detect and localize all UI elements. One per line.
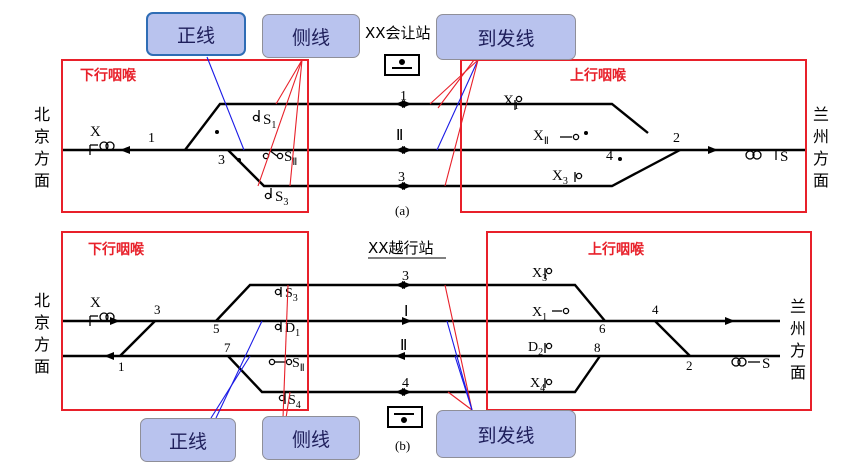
station-name-b: XX越行站: [368, 239, 434, 257]
svg-text:方: 方: [34, 336, 50, 354]
track-label-3-a: 3: [398, 170, 405, 185]
track-label-I-b: Ⅰ: [404, 304, 408, 320]
station-name-a: XX会让站: [365, 24, 431, 42]
signal-D1-b: D1: [285, 321, 300, 339]
signal-S3-b: S3: [285, 286, 298, 304]
switch-6-b: 6: [599, 321, 606, 336]
track-label-3-b: 3: [402, 269, 409, 284]
svg-text:面: 面: [34, 173, 50, 190]
signal-X1-a: X1: [503, 93, 519, 112]
down-throat-box-a: [61, 59, 309, 213]
svg-text:面: 面: [813, 173, 829, 190]
svg-text:方: 方: [813, 150, 829, 168]
down-throat-box-b: [61, 231, 309, 411]
signal-S3-a: S3: [275, 189, 288, 208]
crossover-2-4-b: [654, 320, 691, 357]
switch-4-b: 4: [652, 302, 659, 317]
svg-text:方: 方: [790, 342, 806, 360]
signal-X4-b: X4: [530, 376, 545, 394]
up-throat-box-a: [460, 59, 807, 213]
svg-text:京: 京: [34, 128, 50, 146]
caption-a: (a): [395, 203, 409, 218]
switch-4-a: 4: [606, 149, 613, 164]
signal-S-a: S: [780, 149, 788, 165]
throat-boxes: [61, 59, 812, 411]
right-end-label-a: 兰 州 方 面: [813, 106, 829, 190]
right-end-label-b: 兰 州 方 面: [790, 298, 806, 382]
caption-b: (b): [395, 438, 410, 453]
track-label-4-b: 4: [402, 376, 409, 391]
callout-main-line-a[interactable]: 正线: [146, 12, 246, 56]
svg-text:州: 州: [813, 129, 829, 146]
signal-X1-b: X1: [532, 305, 547, 323]
track-4-b: [227, 355, 601, 394]
callout-side-line-b[interactable]: 侧线: [262, 416, 360, 460]
diagram-a: [63, 102, 805, 188]
svg-text:北: 北: [34, 106, 50, 124]
svg-text:兰: 兰: [790, 298, 806, 316]
switch-1-b: 1: [118, 359, 125, 374]
track-3-b: [215, 283, 606, 322]
down-throat-label-b: 下行咽喉: [88, 241, 145, 258]
callout-arrival-departure-b[interactable]: 到发线: [436, 410, 576, 458]
svg-text:北: 北: [34, 292, 50, 310]
down-throat-label-a: 下行咽喉: [80, 67, 137, 84]
switch-5-b: 5: [213, 321, 220, 336]
track-label-2-a: Ⅱ: [396, 128, 403, 144]
left-end-label-a: 北 京 方 面: [34, 106, 50, 190]
up-throat-label-a: 上行咽喉: [570, 67, 627, 84]
signal-S4-b: S4: [288, 393, 301, 411]
station-building-b: [387, 406, 423, 428]
signal-S-b: S: [762, 356, 770, 372]
crossover-1-3-b: [119, 320, 156, 357]
track-3-a: [227, 148, 681, 188]
svg-text:面: 面: [790, 365, 806, 382]
signal-X3-a: X3: [552, 168, 568, 187]
switch-1-a: 1: [148, 131, 155, 146]
signal-S1-a: S1: [263, 112, 276, 131]
switch-7-b: 7: [224, 340, 231, 355]
switch-2-b: 2: [686, 358, 693, 373]
pointer-lines: [206, 56, 479, 419]
track-label-1-a: 1: [400, 89, 407, 104]
svg-text:面: 面: [34, 359, 50, 376]
signal-SII-a: SⅡ: [284, 149, 297, 168]
signal-XII-a: XⅡ: [533, 128, 549, 147]
up-throat-box-b: [486, 231, 812, 411]
svg-text:京: 京: [34, 314, 50, 332]
diagram-b: [63, 283, 780, 394]
svg-text:方: 方: [34, 150, 50, 168]
callout-side-line-a[interactable]: 侧线: [262, 14, 360, 58]
signal-SII-b: SⅡ: [292, 356, 305, 374]
switch-8-b: 8: [594, 340, 601, 355]
switch-3-b: 3: [154, 302, 161, 317]
callout-arrival-departure-a[interactable]: 到发线: [436, 14, 576, 60]
svg-text:兰: 兰: [813, 106, 829, 124]
track-label-II-b: Ⅱ: [400, 338, 407, 354]
svg-text:州: 州: [790, 321, 806, 338]
signal-X3-b: X3: [532, 266, 547, 284]
track-1-a: [184, 102, 649, 151]
left-end-label-b: 北 京 方 面: [34, 292, 50, 376]
signal-X-a: X: [90, 124, 101, 140]
signal-D2-b: D2: [528, 340, 543, 358]
station-building-a: [384, 54, 420, 76]
switch-3-a: 3: [218, 153, 225, 168]
switch-2-a: 2: [673, 131, 680, 146]
callout-main-line-b[interactable]: 正线: [140, 418, 236, 462]
signal-X-b: X: [90, 295, 101, 311]
up-throat-label-b: 上行咽喉: [588, 241, 645, 258]
